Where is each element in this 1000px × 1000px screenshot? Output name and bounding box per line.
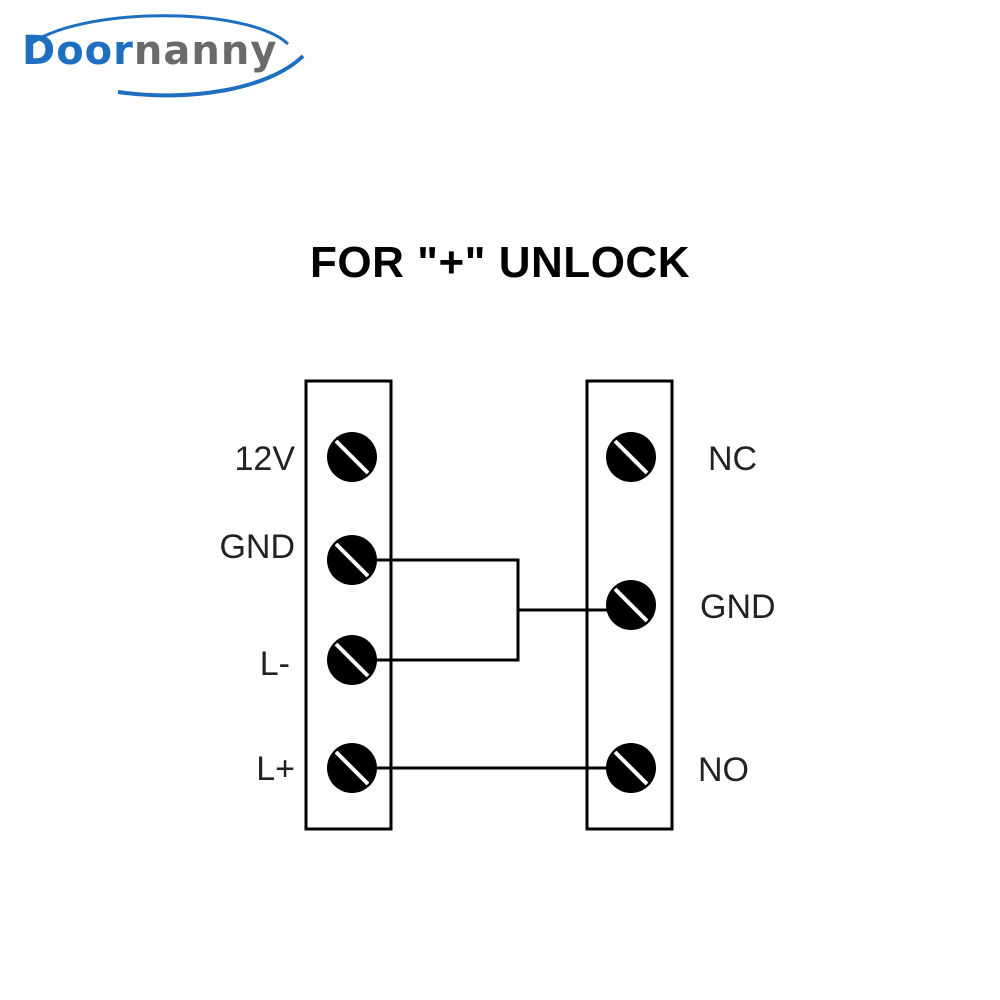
screw-terminal-gnd-left — [327, 535, 377, 585]
label-l-plus: L+ — [256, 750, 295, 788]
screw-terminal-gnd-right — [606, 580, 656, 630]
logo-text-door: Door — [22, 28, 134, 74]
logo-text: Doornanny — [22, 28, 277, 74]
screw-terminal-no — [606, 743, 656, 793]
right-terminal-block — [585, 379, 674, 831]
screw-terminal-nc — [606, 432, 656, 482]
screw-terminal-l-minus — [327, 635, 377, 685]
logo-swoosh — [27, 14, 305, 98]
label-gnd-right: GND — [700, 588, 776, 626]
label-gnd-left: GND — [219, 528, 295, 566]
logo-text-nanny: nanny — [133, 28, 278, 74]
left-terminal-block — [304, 379, 393, 831]
wire-left-gnd — [352, 558, 631, 612]
screw-terminal-l-plus — [327, 743, 377, 793]
label-no: NO — [698, 751, 749, 789]
doornanny-logo: Doornanny — [18, 4, 308, 104]
label-l-minus: L- — [260, 645, 290, 683]
wire-left-l-minus — [352, 610, 520, 662]
diagram-title: FOR "+" UNLOCK — [310, 238, 690, 287]
screw-terminal-12v — [327, 432, 377, 482]
label-12v: 12V — [235, 440, 296, 478]
label-nc: NC — [708, 440, 757, 478]
